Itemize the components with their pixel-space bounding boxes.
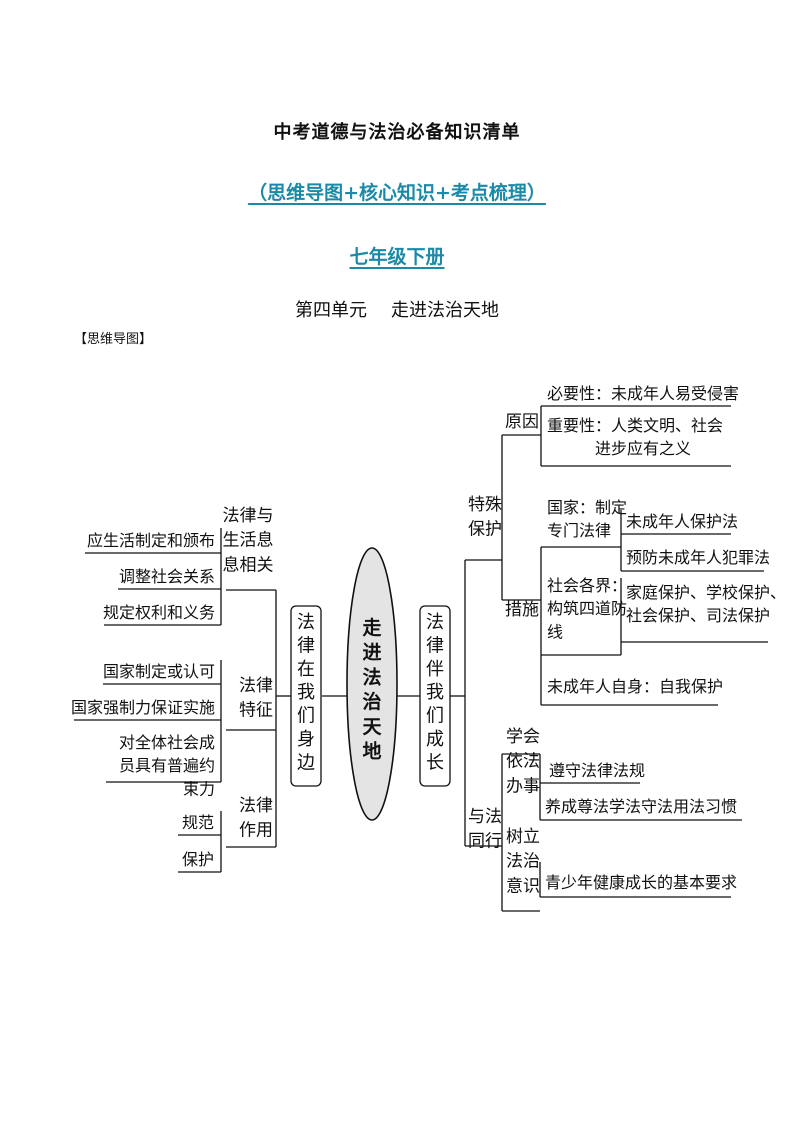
special-protection-label: 特殊保护 bbox=[468, 495, 502, 540]
right-title: 法律伴我们成长 bbox=[426, 612, 444, 773]
left-branch-2-label: 法律特征 bbox=[239, 676, 273, 721]
unit-name: 走进法治天地 bbox=[391, 300, 499, 321]
grade-heading-text: 七年级下册 bbox=[349, 246, 445, 268]
reason-item: 重要性：人类文明、社会进步应有之义 bbox=[547, 416, 723, 458]
left-title: 法律在我们身边 bbox=[297, 612, 315, 773]
learn-label: 学会依法办事 bbox=[506, 727, 540, 796]
left-branch-2-item: 国家强制力保证实施 bbox=[71, 698, 215, 717]
society-item: 家庭保护、学校保护、社会保护、司法保护 bbox=[626, 583, 786, 625]
learn-item: 遵守法律法规 bbox=[549, 761, 645, 780]
unit-number: 第四单元 bbox=[295, 300, 367, 321]
page-subtitle-text: （思维导图+核心知识+考点梳理） bbox=[248, 182, 546, 204]
reason-item: 必要性：未成年人易受侵害 bbox=[547, 384, 739, 403]
left-branch-3-item: 保护 bbox=[182, 850, 214, 869]
left-branch-2-item: 国家制定或认可 bbox=[103, 662, 215, 681]
left-branch-1-item: 规定权利和义务 bbox=[103, 603, 215, 622]
reason-label: 原因 bbox=[505, 412, 539, 432]
learn-item: 养成尊法学法守法用法习惯 bbox=[545, 797, 737, 816]
left-branch-1-label: 法律与生活息息相关 bbox=[223, 506, 274, 575]
left-branch-3-label: 法律作用 bbox=[239, 796, 273, 841]
measures-label: 措施 bbox=[505, 600, 539, 620]
center-ellipse bbox=[346, 547, 398, 821]
self-protection: 未成年人自身：自我保护 bbox=[547, 677, 723, 696]
left-branch-1-item: 应生活制定和颁布 bbox=[87, 531, 215, 550]
grade-heading: 七年级下册 bbox=[0, 242, 794, 269]
with-law-label: 与法同行 bbox=[468, 807, 502, 852]
state-item: 未成年人保护法 bbox=[626, 512, 738, 531]
establish-item: 青少年健康成长的基本要求 bbox=[545, 873, 737, 892]
center-label: 走进法治天地 bbox=[362, 617, 382, 763]
left-branch-1-item: 调整社会关系 bbox=[119, 567, 215, 586]
left-branch-2-item: 对全体社会成员具有普遍约束力 bbox=[119, 733, 215, 798]
establish-label: 树立法治意识 bbox=[506, 827, 540, 896]
page-subtitle: （思维导图+核心知识+考点梳理） bbox=[0, 178, 794, 205]
state-item: 预防未成年人犯罪法 bbox=[626, 548, 770, 567]
section-label: 【思维导图】 bbox=[74, 332, 153, 347]
page-title: 中考道德与法治必备知识清单 bbox=[273, 122, 521, 143]
society-label: 社会各界：构筑四道防线 bbox=[547, 576, 627, 641]
unit-heading: 第四单元 走进法治天地 bbox=[0, 296, 794, 322]
state-label: 国家：制定专门法律 bbox=[547, 498, 627, 540]
left-branch-3-item: 规范 bbox=[182, 813, 214, 832]
